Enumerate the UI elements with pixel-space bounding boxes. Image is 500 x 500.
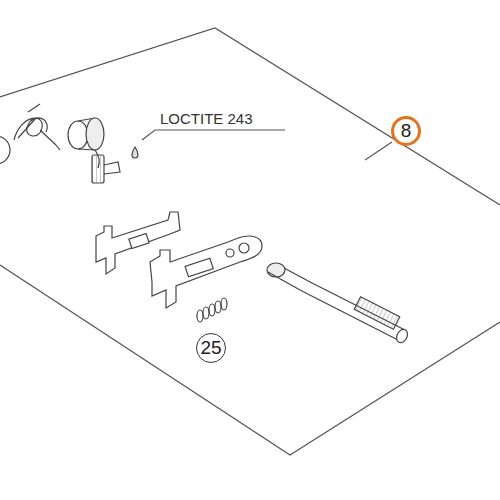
compression-spring	[197, 298, 227, 322]
spring-coil	[197, 310, 203, 322]
spring-coil	[203, 307, 209, 319]
torsion-spring	[14, 104, 60, 150]
callout-circle: 25	[196, 333, 226, 363]
spring-coil	[215, 301, 221, 313]
spring-coil	[209, 304, 215, 316]
shift-plate	[150, 236, 262, 308]
spring-coil	[221, 298, 227, 310]
adjuster-bolt	[68, 118, 120, 183]
callout-number: 25	[200, 337, 221, 359]
shift-shaft	[267, 263, 410, 345]
callout-circle: 8	[391, 116, 421, 146]
callout-number: 8	[401, 120, 412, 142]
note-label: LOCTITE 243	[160, 110, 253, 127]
